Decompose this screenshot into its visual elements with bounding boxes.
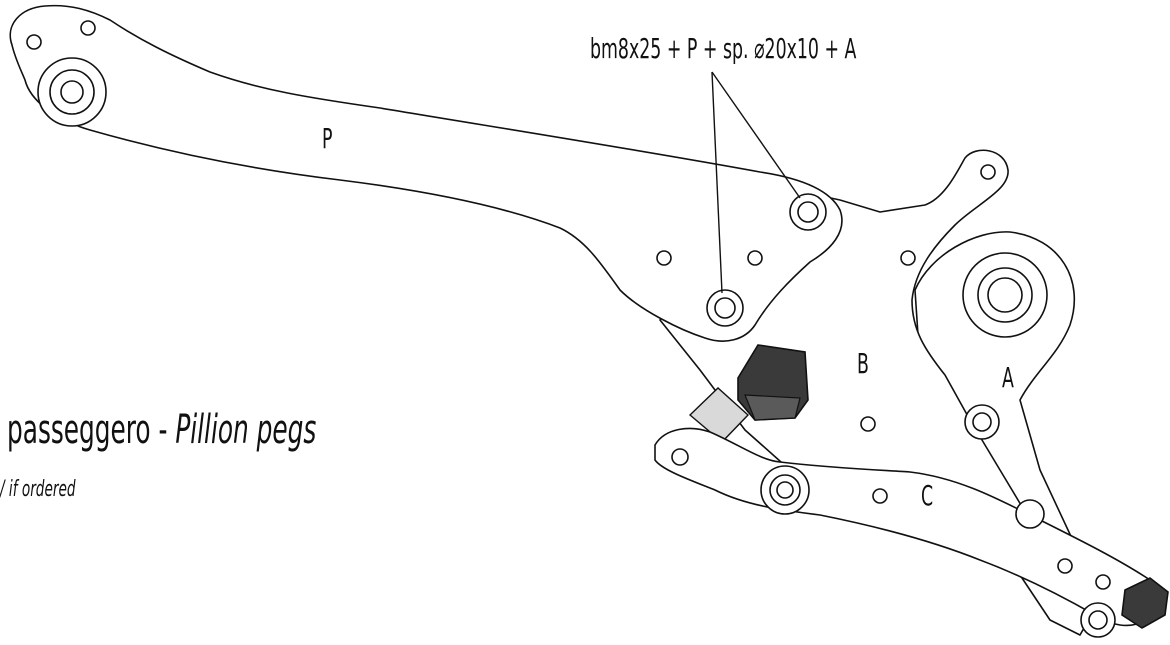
- part-c-label: C: [921, 479, 934, 512]
- hole: [80, 20, 96, 36]
- caption-subtitle: / if ordered: [0, 477, 76, 502]
- part-a-label: A: [1002, 361, 1014, 394]
- caption-title-italic: Pillion pegs: [175, 407, 317, 453]
- hole: [860, 416, 876, 432]
- hole: [1095, 574, 1111, 590]
- hole: [872, 488, 888, 504]
- hole: [747, 250, 763, 266]
- caption-title: passeggero - Pillion pegs: [7, 410, 316, 450]
- part-p-label: P: [322, 122, 333, 155]
- hole: [900, 250, 916, 266]
- pivot-a-inner: [987, 277, 1023, 313]
- leader-line-upper: [711, 71, 801, 199]
- hole: [1057, 558, 1073, 574]
- caption-title-regular: passeggero -: [7, 407, 176, 453]
- hole: [26, 34, 42, 50]
- bolt-upper-inner: [797, 201, 819, 223]
- bolt-b-inner: [972, 412, 992, 432]
- part-b-label: B: [857, 347, 869, 380]
- part-p-arm: [9, 4, 843, 342]
- pivot-c-inner: [776, 481, 794, 499]
- pivot-inner: [60, 80, 84, 104]
- bolt-end-inner: [1088, 610, 1108, 630]
- rubber-footrest-c: [1121, 577, 1169, 629]
- bolt-c-outer: [1015, 499, 1045, 529]
- hole: [671, 448, 689, 466]
- leader-line-lower: [711, 71, 723, 294]
- bolt-callout-label: bm8x25 + P + sp. ⌀20x10 + A: [590, 32, 857, 65]
- hole: [980, 164, 996, 180]
- hole: [656, 250, 672, 266]
- bolt-lower-inner: [714, 297, 736, 319]
- rubber-face-b: [744, 394, 801, 421]
